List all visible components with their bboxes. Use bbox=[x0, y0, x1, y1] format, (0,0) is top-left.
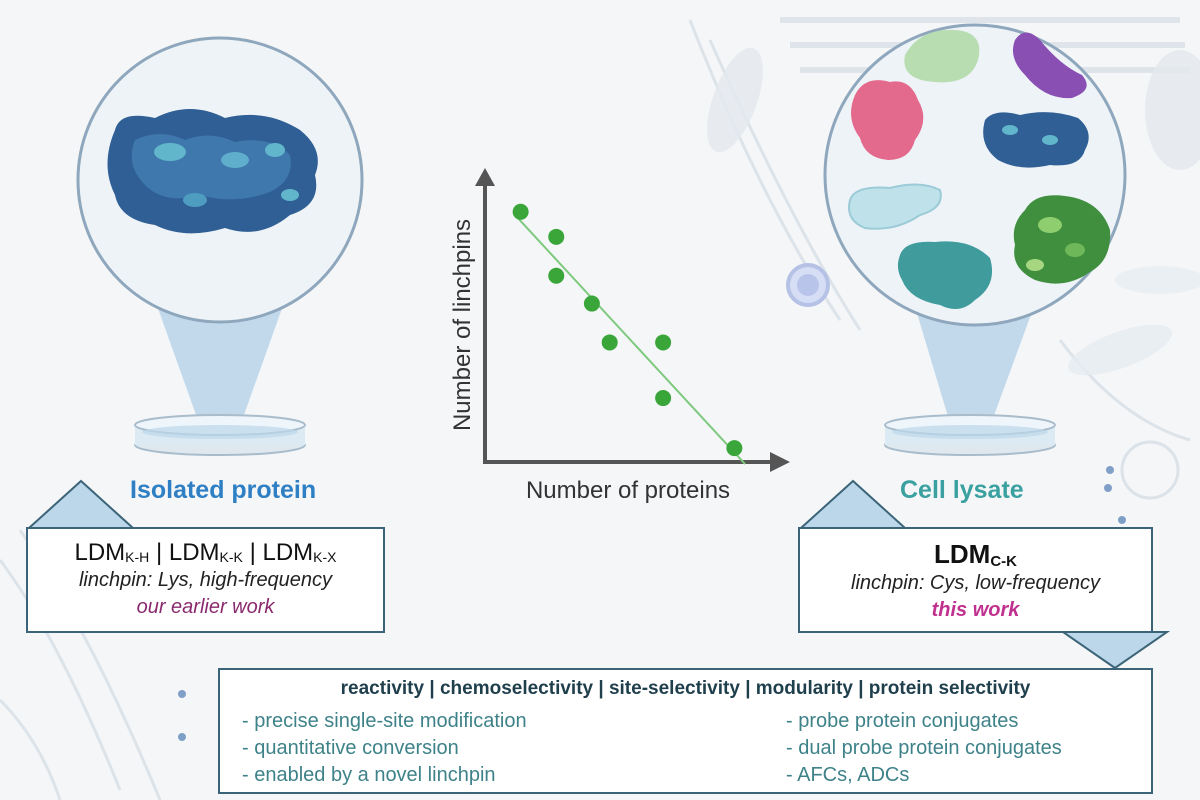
linchpin-scatter-chart: Number of proteins Number of linchpins bbox=[449, 168, 790, 504]
scatter-point bbox=[601, 334, 618, 351]
list-item: - probe protein conjugates bbox=[786, 710, 1019, 732]
properties-line: reactivity | chemoselectivity | site-sel… bbox=[340, 678, 1031, 699]
protein-blob-purple bbox=[1012, 32, 1087, 99]
protein-blob-cyan bbox=[848, 183, 942, 230]
protein-blob-teal bbox=[897, 241, 993, 309]
feature-list-right: - probe protein conjugates - dual probe … bbox=[786, 708, 1062, 789]
x-axis-label: Number of proteins bbox=[526, 477, 730, 504]
scatter-point bbox=[548, 228, 565, 245]
petri-dish bbox=[884, 414, 1056, 456]
ldm-reagent: LDMC-K bbox=[934, 539, 1017, 570]
x-axis-arrow bbox=[770, 452, 790, 472]
right-connector-triangle-top bbox=[798, 479, 908, 529]
list-item: - dual probe protein conjugates bbox=[786, 737, 1062, 759]
protein-blob-blue bbox=[983, 112, 1089, 168]
isolated-protein-illustration bbox=[76, 36, 364, 456]
protein-blob-blue bbox=[107, 109, 318, 234]
right-connector-triangle-bottom bbox=[1060, 631, 1170, 670]
trend-line bbox=[512, 212, 746, 465]
y-axis-arrow bbox=[475, 168, 495, 186]
scatter-point bbox=[583, 295, 600, 312]
this-work-box: LDMC-K linchpin: Cys, low-frequency this… bbox=[798, 527, 1153, 633]
scatter-point bbox=[726, 440, 743, 457]
isolated-protein-title: Isolated protein bbox=[130, 476, 317, 504]
protein-blob-green-light bbox=[904, 29, 980, 83]
cell-lysate-title: Cell lysate bbox=[900, 476, 1024, 504]
scatter-point bbox=[512, 203, 529, 220]
protein-blob-green-dark bbox=[1013, 195, 1111, 284]
scatter-point bbox=[655, 390, 672, 407]
scatter-point bbox=[548, 267, 565, 284]
features-summary-box: reactivity | chemoselectivity | site-sel… bbox=[218, 668, 1153, 794]
list-item: - AFCs, ADCs bbox=[786, 764, 910, 786]
magnifier-beam bbox=[155, 300, 285, 440]
linchpin-description: linchpin: Cys, low-frequency bbox=[851, 572, 1100, 594]
y-axis-label: Number of linchpins bbox=[449, 219, 476, 431]
earlier-work-label: our earlier work bbox=[136, 596, 275, 618]
bullet-dot bbox=[178, 690, 186, 698]
protein-blob-pink bbox=[851, 80, 924, 160]
cell-lysate-illustration bbox=[823, 23, 1127, 456]
ldm-reagent-list: LDMK-H | LDMK-K | LDMK-X bbox=[74, 539, 337, 566]
list-item: - precise single-site modification bbox=[242, 710, 527, 732]
earlier-work-box: LDMK-H | LDMK-K | LDMK-X linchpin: Lys, … bbox=[26, 527, 385, 633]
magnifier-beam bbox=[910, 290, 1040, 440]
this-work-label: this work bbox=[931, 599, 1020, 621]
petri-dish bbox=[134, 414, 306, 456]
bullet-dot bbox=[178, 733, 186, 741]
list-item: - enabled by a novel linchpin bbox=[242, 764, 496, 786]
left-connector-triangle bbox=[26, 479, 136, 529]
linchpin-description: linchpin: Lys, high-frequency bbox=[78, 569, 333, 591]
scatter-point bbox=[655, 334, 672, 351]
feature-list-left: - precise single-site modification - qua… bbox=[242, 708, 527, 789]
list-item: - quantitative conversion bbox=[242, 737, 459, 759]
